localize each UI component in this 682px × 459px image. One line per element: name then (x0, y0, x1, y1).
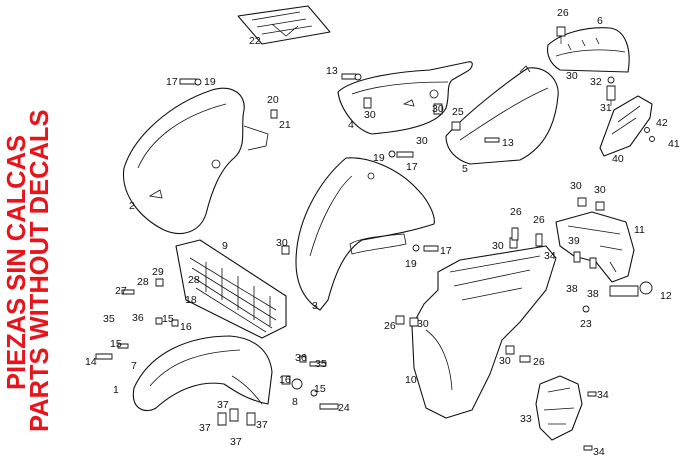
callout-36-left: 36 (132, 312, 144, 324)
callout-32: 32 (590, 76, 602, 88)
callout-31: 31 (600, 102, 612, 114)
callout-30-panel-right: 30 (432, 103, 444, 115)
callout-14: 14 (85, 356, 97, 368)
callout-20: 20 (267, 94, 279, 106)
callout-10: 10 (405, 374, 417, 386)
part-chain-cover (535, 375, 597, 451)
callout-17-mid: 17 (406, 161, 418, 173)
callout-26-top: 26 (557, 7, 569, 19)
callout-37-left: 37 (199, 422, 211, 434)
callout-38-b: 38 (587, 288, 599, 300)
callout-17-top: 17 (166, 76, 178, 88)
callout-24: 24 (338, 402, 350, 414)
callout-19-mid: 19 (373, 152, 385, 164)
callout-28-b: 28 (188, 274, 200, 286)
warning-line-1: PIEZAS SIN CALCAS (3, 135, 31, 390)
part-left-side-panel (337, 61, 473, 135)
part-front-number-plate (295, 150, 439, 311)
callout-7: 7 (131, 360, 137, 372)
callout-19-low: 19 (405, 258, 417, 270)
part-bracket (599, 95, 655, 157)
callout-22: 22 (249, 35, 261, 47)
callout-26-low: 26 (533, 356, 545, 368)
callout-15-left: 15 (162, 313, 174, 325)
callout-30-low: 30 (499, 355, 511, 367)
callout-26-fender-a: 26 (510, 206, 522, 218)
callout-15-right: 15 (314, 383, 326, 395)
callout-21: 21 (279, 119, 291, 131)
callout-2: 2 (129, 200, 135, 212)
part-front-fender (95, 317, 273, 412)
callout-40: 40 (612, 153, 624, 165)
part-right-side-panel (433, 65, 559, 165)
callout-25: 25 (452, 106, 464, 118)
callout-13-right: 13 (502, 137, 514, 149)
callout-35-right: 35 (315, 358, 327, 370)
callout-8: 8 (292, 396, 298, 408)
callout-29: 29 (152, 266, 164, 278)
callout-36-right: 36 (295, 352, 307, 364)
part-rear-fender (395, 227, 557, 419)
callout-30-panel: 30 (364, 109, 376, 121)
callout-37-top: 37 (217, 399, 229, 411)
callout-15-mid: 15 (110, 338, 122, 350)
callout-labels: 22 26 6 13 30 32 17 19 20 31 30 30 25 21… (85, 7, 680, 458)
hardware-screws-37 (217, 408, 256, 426)
callout-12: 12 (660, 290, 672, 302)
callout-5: 5 (462, 163, 468, 175)
callout-1: 1 (113, 384, 119, 396)
callout-6: 6 (597, 15, 603, 27)
callout-30-seat: 30 (566, 70, 578, 82)
callout-30-tail-left: 30 (570, 180, 582, 192)
part-taillight-bracket (555, 197, 653, 313)
hardware-screws-31-32 (606, 76, 616, 106)
callout-26-fender-b: 26 (533, 214, 545, 226)
callout-30-tail-right: 30 (594, 184, 606, 196)
callout-11: 11 (634, 224, 645, 236)
callout-37-bottom: 37 (230, 436, 242, 448)
callout-41: 41 (668, 138, 680, 150)
callout-3: 3 (312, 300, 318, 312)
callout-9: 9 (222, 240, 228, 252)
part-decal-sheet (237, 5, 331, 45)
callout-23: 23 (580, 318, 592, 330)
part-radiator-louver (121, 239, 290, 339)
callout-42: 42 (656, 117, 668, 129)
callout-16-right: 16 (279, 374, 291, 386)
hardware-clips-center (281, 355, 339, 410)
callout-37-right: 37 (256, 419, 268, 431)
callout-30-fender: 30 (492, 240, 504, 252)
callout-35-left: 35 (103, 313, 115, 325)
part-left-radiator-shroud (122, 78, 278, 234)
callout-27: 27 (115, 285, 127, 297)
callout-26-left: 26 (384, 320, 396, 332)
callout-18: 18 (185, 294, 197, 306)
callout-33: 33 (520, 413, 532, 425)
part-seat-cowl (546, 26, 630, 73)
callout-28: 28 (137, 276, 149, 288)
callout-17-low: 17 (440, 245, 452, 257)
callout-30-rear: 30 (417, 318, 429, 330)
callout-30-mid: 30 (416, 135, 428, 147)
callout-19-top: 19 (204, 76, 216, 88)
callout-38-a: 38 (566, 283, 578, 295)
callout-34-right: 34 (597, 389, 609, 401)
callout-34-bottom: 34 (593, 446, 605, 458)
callout-39: 39 (568, 235, 580, 247)
callout-30-grille: 30 (276, 237, 288, 249)
callout-34-fender: 34 (544, 250, 556, 262)
warning-line-2: PARTS WITHOUT DECALS (26, 109, 54, 432)
callout-4: 4 (348, 119, 354, 131)
callout-16-left: 16 (180, 321, 192, 333)
callout-13-left: 13 (326, 65, 338, 77)
